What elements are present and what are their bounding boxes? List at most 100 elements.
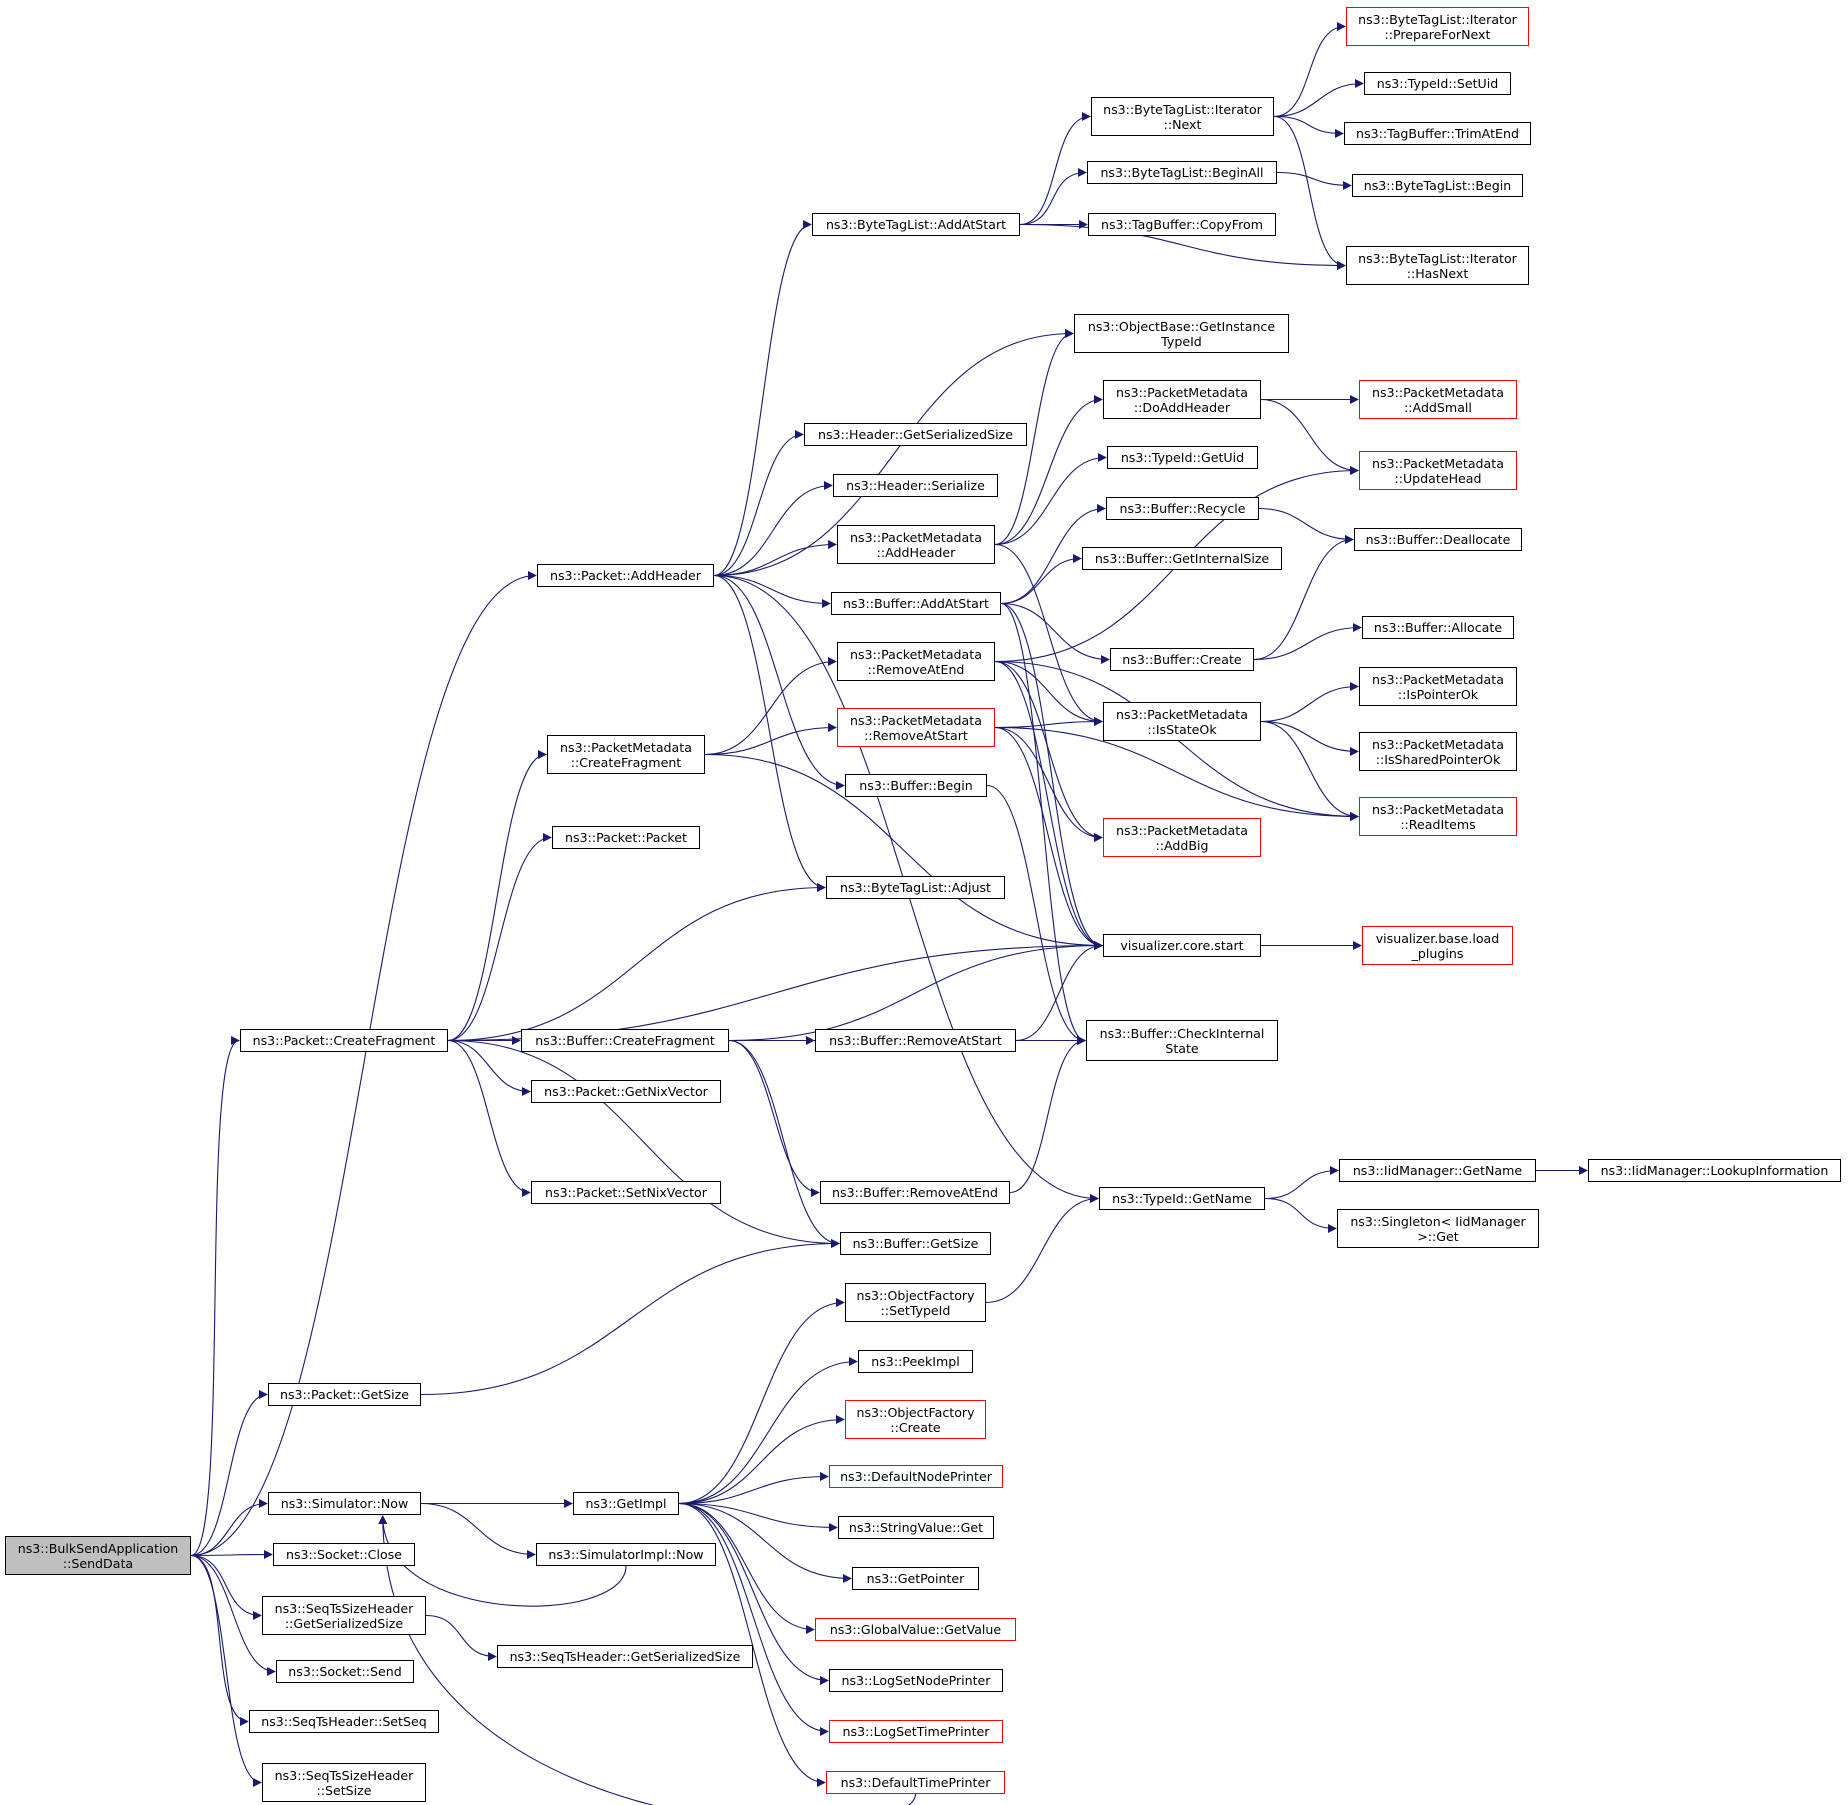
node-typeid-getuid[interactable]: ns3::TypeId::GetUid bbox=[1107, 446, 1258, 469]
node-pkt-getsize[interactable]: ns3::Packet::GetSize bbox=[268, 1383, 421, 1406]
node-buf-removeatstart[interactable]: ns3::Buffer::RemoveAtStart bbox=[815, 1029, 1016, 1052]
node-seqts-size-setsize[interactable]: ns3::SeqTsSizeHeader ::SetSize bbox=[262, 1763, 426, 1802]
edge-root-to-seqts_size_setsize bbox=[190, 1554, 262, 1787]
edge-pm_removeatend-to-viz_core_start bbox=[994, 660, 1103, 950]
node-buf-removeatend[interactable]: ns3::Buffer::RemoveAtEnd bbox=[820, 1181, 1010, 1204]
node-viz-core-start[interactable]: visualizer.core.start bbox=[1103, 934, 1261, 957]
edge-pkt_getsize-to-buf_getsize bbox=[420, 1239, 840, 1396]
node-root: ns3::BulkSendApplication ::SendData bbox=[5, 1536, 191, 1575]
edge-pm_removeatstart-to-pm_readitems bbox=[994, 726, 1359, 821]
edge-pm_isstateok-to-pm_ispointerok bbox=[1260, 682, 1359, 723]
node-sim-now[interactable]: ns3::Simulator::Now bbox=[268, 1492, 421, 1515]
edge-pkt_addheader-to-hdr_getser bbox=[713, 430, 804, 577]
node-btli-hasnext[interactable]: ns3::ByteTagList::Iterator ::HasNext bbox=[1346, 246, 1529, 285]
edge-getimpl-to-logsettimeprinter bbox=[678, 1502, 829, 1736]
edge-root-to-seqts_setseq bbox=[190, 1554, 249, 1726]
edge-buf_addatstart-to-buf_getinternalsize bbox=[1000, 554, 1082, 605]
node-pkt-getnix[interactable]: ns3::Packet::GetNixVector bbox=[531, 1080, 721, 1103]
node-iid-lookupinfo[interactable]: ns3::IidManager::LookupInformation bbox=[1588, 1159, 1841, 1182]
node-seqts-size-getser[interactable]: ns3::SeqTsSizeHeader ::GetSerializedSize bbox=[262, 1596, 426, 1635]
node-defnodeprinter[interactable]: ns3::DefaultNodePrinter bbox=[829, 1465, 1003, 1488]
node-tb-trimatend[interactable]: ns3::TagBuffer::TrimAtEnd bbox=[1344, 122, 1531, 145]
node-getimpl[interactable]: ns3::GetImpl bbox=[573, 1492, 679, 1515]
node-pm-isstateok[interactable]: ns3::PacketMetadata ::IsStateOk bbox=[1103, 702, 1261, 741]
node-btli-preparefornext[interactable]: ns3::ByteTagList::Iterator ::PrepareForN… bbox=[1346, 7, 1529, 46]
edge-getimpl-to-of_create bbox=[678, 1415, 845, 1505]
edge-root-to-pkt_addheader bbox=[190, 571, 537, 1557]
edge-root-to-sock_close bbox=[190, 1550, 273, 1560]
node-hdr-serialize[interactable]: ns3::Header::Serialize bbox=[833, 474, 998, 497]
edge-buf_create-to-buf_deallocate bbox=[1253, 535, 1354, 661]
node-ob-getinstancetypeid[interactable]: ns3::ObjectBase::GetInstance TypeId bbox=[1074, 314, 1289, 353]
node-btli-next[interactable]: ns3::ByteTagList::Iterator ::Next bbox=[1091, 97, 1274, 136]
edge-pm_removeatstart-to-pm_addbig bbox=[994, 726, 1103, 842]
edge-pm_createfrag-to-pm_removeatend bbox=[704, 657, 837, 756]
edge-buf_removeatend-to-buf_checkinternal bbox=[1009, 1036, 1086, 1194]
node-iid-getname[interactable]: ns3::IidManager::GetName bbox=[1339, 1159, 1536, 1182]
node-pm-ispointerok[interactable]: ns3::PacketMetadata ::IsPointerOk bbox=[1359, 667, 1517, 706]
node-seqts-getser[interactable]: ns3::SeqTsHeader::GetSerializedSize bbox=[497, 1645, 753, 1668]
node-btl-adjust[interactable]: ns3::ByteTagList::Adjust bbox=[826, 876, 1005, 899]
node-singleton-get[interactable]: ns3::Singleton< IidManager >::Get bbox=[1337, 1209, 1539, 1248]
edge-btl_beginall-to-btl_begin bbox=[1276, 171, 1352, 190]
node-stringvalue-get[interactable]: ns3::StringValue::Get bbox=[838, 1516, 994, 1539]
node-buf-begin[interactable]: ns3::Buffer::Begin bbox=[845, 774, 987, 797]
edge-pm_removeatend-to-pm_addbig bbox=[994, 660, 1103, 842]
node-of-create[interactable]: ns3::ObjectFactory ::Create bbox=[845, 1400, 986, 1439]
node-pm-updatehead[interactable]: ns3::PacketMetadata ::UpdateHead bbox=[1359, 451, 1517, 490]
node-buf-checkinternal[interactable]: ns3::Buffer::CheckInternal State bbox=[1086, 1020, 1278, 1061]
node-buf-recycle[interactable]: ns3::Buffer::Recycle bbox=[1106, 497, 1259, 520]
edge-pkt_createfrag-to-viz_core_start bbox=[447, 941, 1103, 1042]
node-pm-addheader[interactable]: ns3::PacketMetadata ::AddHeader bbox=[837, 525, 995, 564]
node-getpointer[interactable]: ns3::GetPointer bbox=[852, 1567, 979, 1590]
node-btl-addatstart[interactable]: ns3::ByteTagList::AddAtStart bbox=[812, 213, 1020, 236]
node-pkt-setnix[interactable]: ns3::Packet::SetNixVector bbox=[531, 1181, 721, 1204]
node-pm-createfrag[interactable]: ns3::PacketMetadata ::CreateFragment bbox=[547, 735, 705, 774]
edge-pkt_createfrag-to-buf_getsize bbox=[447, 1039, 840, 1248]
node-sock-close[interactable]: ns3::Socket::Close bbox=[273, 1543, 415, 1566]
node-of-settypeid[interactable]: ns3::ObjectFactory ::SetTypeId bbox=[845, 1283, 986, 1322]
edge-btli_next-to-btli_hasnext bbox=[1273, 115, 1346, 270]
node-buf-allocate[interactable]: ns3::Buffer::Allocate bbox=[1362, 616, 1514, 639]
node-viz-loadplugins[interactable]: visualizer.base.load _plugins bbox=[1362, 926, 1513, 965]
node-hdr-getser[interactable]: ns3::Header::GetSerializedSize bbox=[804, 423, 1027, 446]
node-sock-send[interactable]: ns3::Socket::Send bbox=[276, 1660, 414, 1683]
node-pm-doaddheader[interactable]: ns3::PacketMetadata ::DoAddHeader bbox=[1103, 380, 1261, 419]
edge-pm_addheader-to-pm_doaddheader bbox=[994, 395, 1103, 546]
node-pm-addsmall[interactable]: ns3::PacketMetadata ::AddSmall bbox=[1359, 380, 1517, 419]
node-globalvalue-getvalue[interactable]: ns3::GlobalValue::GetValue bbox=[815, 1618, 1016, 1641]
node-simimpl-now[interactable]: ns3::SimulatorImpl::Now bbox=[536, 1543, 716, 1566]
node-buf-addatstart[interactable]: ns3::Buffer::AddAtStart bbox=[831, 592, 1001, 615]
node-seqts-setseq[interactable]: ns3::SeqTsHeader::SetSeq bbox=[249, 1710, 439, 1733]
node-logsettimeprinter[interactable]: ns3::LogSetTimePrinter bbox=[829, 1720, 1003, 1743]
edge-getimpl-to-stringvalue_get bbox=[678, 1502, 838, 1532]
edge-of_settypeid-to-typeid_getname bbox=[985, 1194, 1099, 1304]
node-btl-beginall[interactable]: ns3::ByteTagList::BeginAll bbox=[1087, 161, 1277, 184]
node-logsetnodeprinter[interactable]: ns3::LogSetNodePrinter bbox=[829, 1669, 1003, 1692]
node-buf-getsize[interactable]: ns3::Buffer::GetSize bbox=[840, 1232, 991, 1255]
edge-typeid_getname-to-singleton_get bbox=[1264, 1197, 1337, 1233]
node-buf-createfrag[interactable]: ns3::Buffer::CreateFragment bbox=[521, 1029, 729, 1052]
node-buf-getinternalsize[interactable]: ns3::Buffer::GetInternalSize bbox=[1082, 547, 1282, 570]
edge-btli_next-to-btli_preparefornext bbox=[1273, 22, 1346, 118]
node-pm-removeatend[interactable]: ns3::PacketMetadata ::RemoveAtEnd bbox=[837, 642, 995, 681]
node-btl-begin[interactable]: ns3::ByteTagList::Begin bbox=[1352, 174, 1523, 197]
node-pkt-packet[interactable]: ns3::Packet::Packet bbox=[552, 826, 700, 849]
edge-pkt_addheader-to-buf_begin bbox=[713, 574, 845, 790]
node-deftimeprinter[interactable]: ns3::DefaultTimePrinter bbox=[826, 1771, 1005, 1794]
edge-btli_next-to-typeid_setuid bbox=[1273, 79, 1364, 118]
edge-btl_addatstart-to-btl_beginall bbox=[1019, 168, 1087, 226]
node-buf-deallocate[interactable]: ns3::Buffer::Deallocate bbox=[1354, 528, 1522, 551]
node-pm-issharedpointerok[interactable]: ns3::PacketMetadata ::IsSharedPointerOk bbox=[1359, 732, 1517, 771]
node-pm-readitems[interactable]: ns3::PacketMetadata ::ReadItems bbox=[1359, 797, 1517, 836]
node-buf-create[interactable]: ns3::Buffer::Create bbox=[1110, 648, 1254, 671]
node-pkt-addheader[interactable]: ns3::Packet::AddHeader bbox=[537, 564, 714, 587]
node-pkt-createfrag[interactable]: ns3::Packet::CreateFragment bbox=[240, 1029, 448, 1052]
node-peekimpl[interactable]: ns3::PeekImpl bbox=[858, 1350, 973, 1373]
node-typeid-setuid[interactable]: ns3::TypeId::SetUid bbox=[1364, 72, 1511, 95]
node-tb-copyfrom[interactable]: ns3::TagBuffer::CopyFrom bbox=[1088, 213, 1276, 236]
node-pm-addbig[interactable]: ns3::PacketMetadata ::AddBig bbox=[1103, 818, 1261, 857]
node-typeid-getname[interactable]: ns3::TypeId::GetName bbox=[1099, 1187, 1265, 1210]
node-pm-removeatstart[interactable]: ns3::PacketMetadata ::RemoveAtStart bbox=[837, 708, 995, 747]
